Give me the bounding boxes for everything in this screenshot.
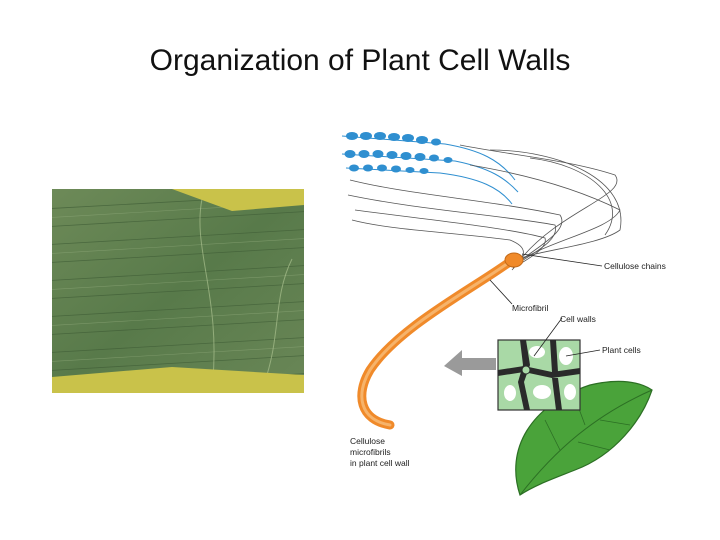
slide-title: Organization of Plant Cell Walls — [149, 44, 571, 77]
diagram-caption: Cellulose microfibrils in plant cell wal… — [350, 436, 410, 469]
micrograph-image — [52, 189, 304, 393]
cell-wall-diagram — [341, 132, 653, 496]
label-cell-walls: Cell walls — [560, 314, 596, 324]
cellulose-chain-beads — [344, 132, 453, 174]
label-microfibril: Microfibril — [512, 303, 549, 313]
caption-line-3: in plant cell wall — [350, 458, 410, 468]
caption-line-2: microfibrils — [350, 447, 391, 457]
plant-cells-section — [497, 339, 581, 411]
caption-line-1: Cellulose — [350, 436, 385, 446]
microfibril-fiber — [357, 253, 520, 430]
magnify-arrow-icon — [444, 350, 496, 376]
label-cellulose-chains: Cellulose chains — [604, 261, 666, 271]
label-plant-cells: Plant cells — [602, 345, 641, 355]
